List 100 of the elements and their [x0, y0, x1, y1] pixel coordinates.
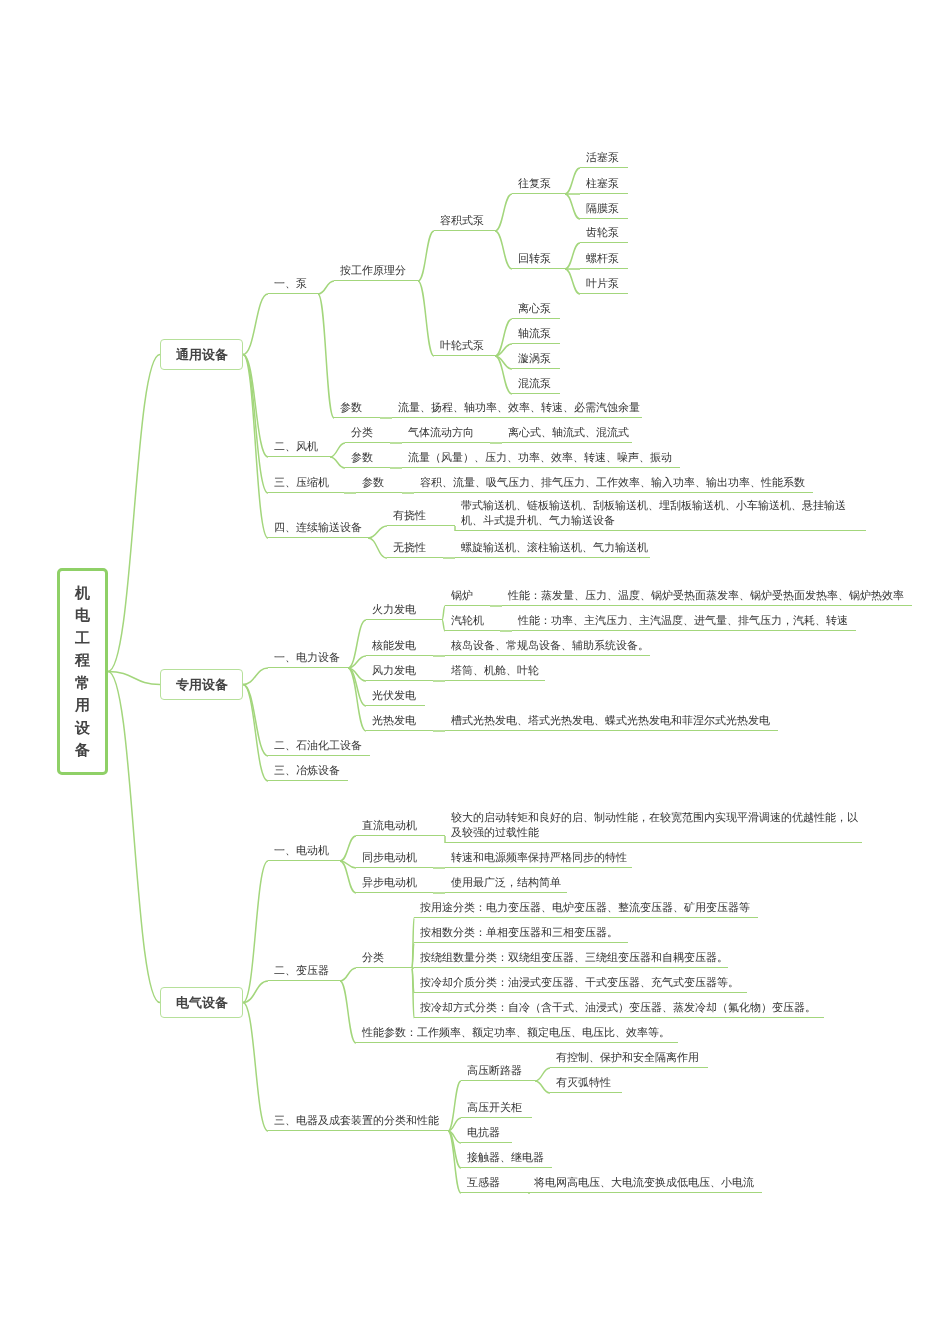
- branch-topic: 分类: [356, 950, 412, 968]
- branch-topic: 气体流动方向: [402, 425, 490, 443]
- branch-topic: 二、风机: [268, 439, 330, 457]
- branch-topic: 无挠性: [387, 540, 443, 558]
- connector-line: [494, 318, 513, 357]
- branch-topic: 二、石油化工设备: [268, 738, 370, 756]
- branch-topic: 高压开关柜: [461, 1100, 532, 1118]
- branch-topic: 叶片泵: [580, 276, 628, 294]
- connector-line: [411, 942, 415, 969]
- connector-line: [441, 605, 446, 621]
- branch-topic: 核能发电: [366, 638, 433, 656]
- connector-line: [454, 525, 456, 532]
- connector-line: [242, 353, 269, 539]
- connector-line: [242, 860, 269, 1004]
- branch-topic: 三、冶炼设备: [268, 763, 348, 781]
- branch-topic: 火力发电: [366, 602, 442, 620]
- connector-line: [432, 867, 446, 869]
- connector-line: [242, 667, 269, 686]
- branch-topic: 直流电动机: [356, 818, 445, 836]
- connector-line: [317, 280, 335, 295]
- branch-topic: 性能：蒸发量、压力、温度、锅炉受热面蒸发率、锅炉受热面发热率、锅炉热效率: [502, 588, 912, 606]
- branch-topic: 较大的启动转矩和良好的启、制动性能，在较宽范围内实现平滑调速的优越性能，以及较强的过载性能: [445, 810, 862, 843]
- connector-line: [447, 1130, 462, 1194]
- connector-line: [242, 980, 269, 1004]
- connector-line: [564, 167, 581, 195]
- connector-line: [442, 557, 456, 559]
- branch-topic: 性能：功率、主汽压力、主汽温度、进气量、排气压力，汽耗、转速: [512, 613, 856, 631]
- branch-topic: 有控制、保护和安全隔离作用: [550, 1050, 708, 1068]
- connector-line: [347, 655, 367, 669]
- connector-line: [242, 353, 269, 494]
- branch-topic: 电抗器: [461, 1125, 512, 1143]
- branch-topic: 四、连续输送设备: [268, 520, 368, 538]
- branch-topic: 参数: [334, 400, 380, 418]
- connector-line: [339, 967, 357, 982]
- branch-topic: 参数: [345, 450, 390, 468]
- branch-topic: 将电网高电压、大电流变换成低电压、小电流: [528, 1175, 762, 1193]
- branch-topic: 二、变压器: [268, 963, 340, 981]
- connector-line: [564, 193, 581, 220]
- connector-line: [242, 1001, 269, 1132]
- branch-topic: 异步电动机: [356, 875, 433, 893]
- branch-topic: 螺旋输送机、滚柱输送机、气力输送机: [455, 540, 650, 558]
- connector-line: [107, 670, 161, 686]
- connector-line: [389, 442, 403, 444]
- branch-topic: 锅炉: [445, 588, 490, 606]
- connector-line: [339, 860, 357, 894]
- connector-line: [441, 619, 446, 632]
- branch-topic: 流量、扬程、轴功率、效率、转速、必需汽蚀余量: [392, 400, 642, 418]
- branch-topic: 混流泵: [512, 376, 560, 394]
- branch-topic: 按用途分类：电力变压器、电炉变压器、整流变压器、矿用变压器等: [414, 900, 758, 918]
- connector-line: [339, 980, 357, 1044]
- branch-topic: 光热发电: [366, 713, 433, 731]
- topic-box: 电气设备: [160, 987, 243, 1018]
- branch-topic: 按相数分类：单相变压器和三相变压器。: [414, 925, 628, 943]
- branch-topic: 离心式、轴流式、混流式: [502, 425, 632, 443]
- connector-line: [494, 343, 513, 357]
- branch-topic: 三、压缩机: [268, 475, 344, 493]
- connector-line: [417, 280, 435, 357]
- connector-line: [317, 293, 335, 419]
- branch-topic: 三、电器及成套装置的分类和性能: [268, 1113, 448, 1131]
- connector-line: [379, 417, 393, 419]
- branch-topic: 按绕组数量分类：双绕组变压器、三绕组变压器和自耦变压器。: [414, 950, 728, 968]
- connector-line: [347, 619, 367, 669]
- branch-topic: 活塞泵: [580, 150, 628, 168]
- branch-topic: 柱塞泵: [580, 176, 628, 194]
- branch-topic: 流量（风量）、压力、功率、效率、转速、噪声、振动: [402, 450, 680, 468]
- connector-line: [534, 1067, 551, 1082]
- connector-line: [499, 630, 513, 632]
- branch-topic: 回转泵: [512, 251, 565, 269]
- connector-line: [343, 492, 357, 494]
- branch-topic: 按冷却方式分类：自冷（含干式、油浸式）变压器、蒸发冷却（氟化物）变压器。: [414, 1000, 824, 1018]
- connector-line: [242, 293, 269, 356]
- branch-topic: 往复泵: [512, 176, 565, 194]
- branch-topic: 隔膜泵: [580, 201, 628, 219]
- branch-topic: 按冷却介质分类：油浸式变压器、干式变压器、充气式变压器等。: [414, 975, 747, 993]
- branch-topic: 一、泵: [268, 276, 318, 294]
- connector-line: [432, 730, 446, 732]
- connector-line: [489, 605, 503, 607]
- connector-line: [447, 1080, 462, 1132]
- connector-line: [339, 835, 357, 862]
- branch-topic: 核岛设备、常规岛设备、辅助系统设备。: [445, 638, 650, 656]
- connector-line: [494, 355, 513, 395]
- connector-line: [527, 1192, 531, 1194]
- branch-topic: 有挠性: [387, 508, 455, 526]
- branch-topic: 螺杆泵: [580, 251, 628, 269]
- connector-line: [411, 967, 415, 969]
- branch-topic: 一、电动机: [268, 843, 340, 861]
- central-topic-box: 机电工程常用设备: [57, 568, 108, 775]
- branch-topic: 容积式泵: [434, 213, 495, 231]
- connector-line: [242, 683, 269, 782]
- branch-topic: 接触器、继电器: [461, 1150, 552, 1168]
- topic-box: 通用设备: [160, 339, 243, 370]
- branch-topic: 风力发电: [366, 663, 433, 681]
- branch-topic: 转速和电源频率保持严格同步的特性: [445, 850, 632, 868]
- branch-topic: 使用最广泛，结构简单: [445, 875, 567, 893]
- connector-line: [417, 230, 435, 282]
- branch-topic: 参数: [356, 475, 402, 493]
- branch-topic: 汽轮机: [445, 613, 500, 631]
- topic-box: 专用设备: [160, 669, 243, 700]
- connector-line: [564, 242, 581, 270]
- connector-line: [347, 667, 367, 732]
